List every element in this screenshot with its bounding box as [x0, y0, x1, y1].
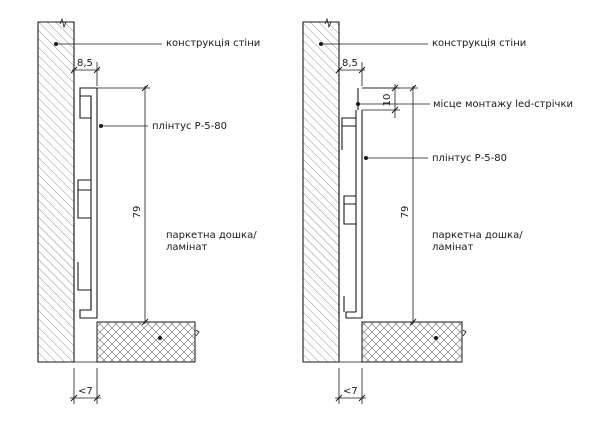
left-floor-label-2: ламінат — [166, 241, 208, 253]
left-baseboard-profile — [73, 87, 98, 319]
left-floor — [96, 321, 196, 363]
right-baseboard-profile — [338, 88, 363, 319]
left-profile-label: плінтус Р-5-80 — [152, 120, 227, 132]
right-drawing: 8,5 10 79 <7 конструкція стіни місце мон… — [302, 17, 573, 404]
left-dim-gap: <7 — [78, 386, 93, 397]
left-floor-label-1: паркетна дошка/ — [166, 230, 257, 241]
right-dim-height: 79 — [400, 206, 411, 219]
right-floor-label-2: ламінат — [432, 241, 474, 253]
left-dim-height: 79 — [132, 206, 143, 219]
right-dim-led: 10 — [382, 94, 393, 107]
right-wall-label: конструкція стіни — [432, 37, 526, 49]
left-dim-width: 8,5 — [77, 58, 93, 69]
right-floor — [361, 321, 463, 363]
left-wall-label: конструкція стіни — [166, 37, 260, 49]
right-led-label: місце монтажу led-стрічки — [433, 98, 573, 110]
right-wall — [302, 21, 340, 363]
right-floor-label-1: паркетна дошка/ — [432, 230, 523, 241]
right-dim-gap: <7 — [343, 386, 358, 397]
left-wall — [37, 21, 75, 363]
right-profile-label: плінтус Р-5-80 — [432, 152, 507, 164]
right-dim-width: 8,5 — [342, 58, 358, 69]
left-drawing: 8,5 79 <7 конструкція стіни плінтус Р-5-… — [37, 17, 260, 404]
